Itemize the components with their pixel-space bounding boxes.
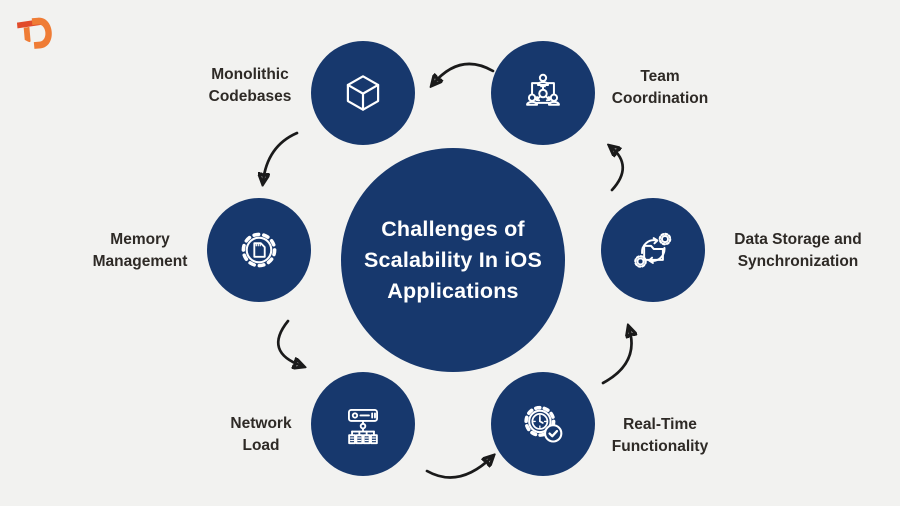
server-tree-icon xyxy=(348,409,378,445)
team-network-icon xyxy=(526,73,560,106)
gear-clock-check-icon xyxy=(524,405,563,443)
arrow-team-to-monolithic xyxy=(433,62,495,84)
network-load-label: Network Load xyxy=(230,415,292,454)
gear-memory-card-icon xyxy=(241,232,277,268)
logo-d xyxy=(31,17,52,49)
brand-logo-td xyxy=(16,17,52,49)
network-load-bubble xyxy=(311,372,415,476)
memory-management-bubble xyxy=(207,198,311,302)
logo-t-stem xyxy=(23,26,31,43)
center-title: Challenges of Scalability In iOS Applica… xyxy=(363,216,543,303)
arrow-memory-to-network xyxy=(277,319,302,366)
center-topic-circle: Challenges of Scalability In iOS Applica… xyxy=(341,148,565,372)
arrow-storage-to-team xyxy=(611,147,625,192)
arrow-monolithic-to-memory xyxy=(263,131,299,182)
data-storage-label: Data Storage and Synchronization xyxy=(734,231,862,270)
monolithic-codebases-label: Monolithic Codebases xyxy=(208,66,292,105)
folder-sync-gears-icon xyxy=(634,232,672,268)
team-coordination-bubble xyxy=(491,41,595,145)
team-coordination-label: Team Coordination xyxy=(611,68,709,107)
data-storage-bubble xyxy=(601,198,705,302)
arrow-network-to-realtime xyxy=(425,457,492,479)
arrow-realtime-to-storage xyxy=(601,328,632,385)
cube-icon xyxy=(346,75,380,111)
monolithic-codebases-bubble xyxy=(311,41,415,145)
realtime-functionality-bubble xyxy=(491,372,595,476)
realtime-functionality-label: Real-Time Functionality xyxy=(611,416,709,455)
memory-management-label: Memory Management xyxy=(92,231,188,270)
